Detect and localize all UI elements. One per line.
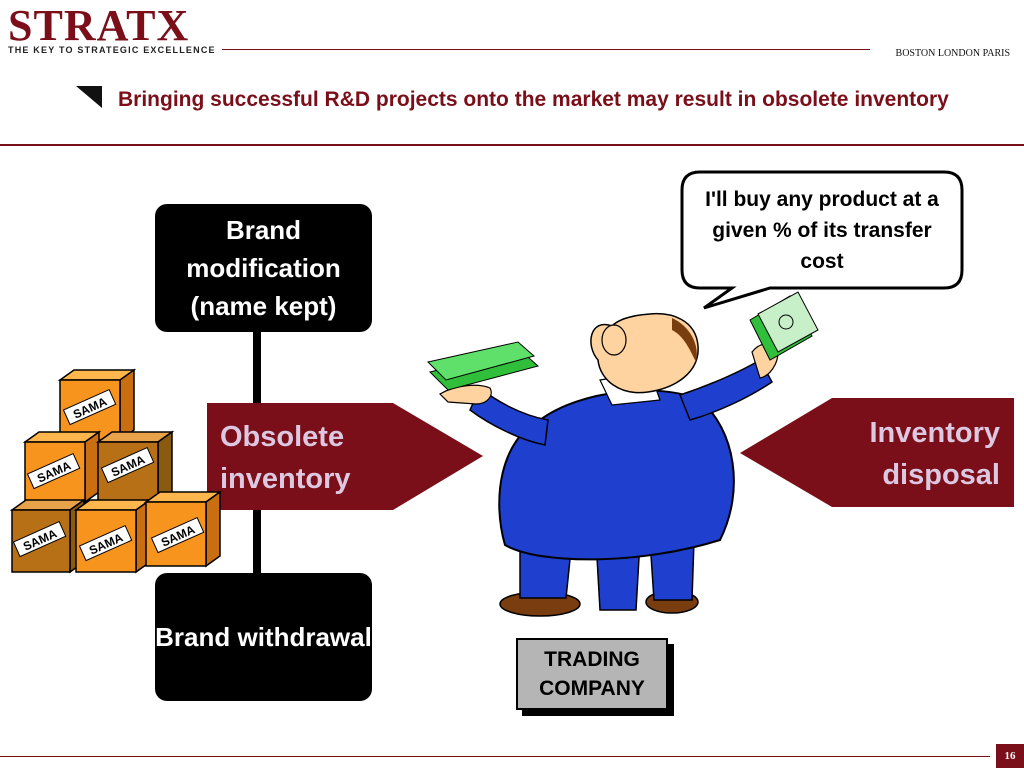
trading-company-label: TRADING COMPANY <box>516 638 668 710</box>
slide-title: Bringing successful R&D projects onto th… <box>118 88 949 111</box>
obsolete-inventory-arrow <box>207 403 483 510</box>
stratx-logo: STRATX THE KEY TO STRATEGIC EXCELLENCE <box>6 4 216 56</box>
inventory-disposal-arrow <box>740 398 1014 507</box>
brand-modification-label: Brand modification (name kept) <box>186 215 341 321</box>
footer-rule <box>0 756 990 757</box>
trading-company-box: TRADING COMPANY <box>516 638 674 716</box>
cash-bills-right <box>749 291 819 361</box>
speech-bubble <box>680 170 964 310</box>
title-marker-icon <box>76 86 102 108</box>
logo-tagline: THE KEY TO STRATEGIC EXCELLENCE <box>8 45 216 55</box>
obsolete-inventory-label: Obsolete inventory <box>220 421 351 495</box>
trader-figure <box>427 291 819 617</box>
office-locations: BOSTON LONDON PARIS <box>895 48 1010 59</box>
brand-withdrawal-label: Brand withdrawal <box>155 622 372 652</box>
header-rule <box>222 49 870 50</box>
logo-text: STRATX <box>8 1 190 50</box>
title-rule <box>0 144 1024 146</box>
brand-withdrawal-box: Brand withdrawal <box>155 573 372 701</box>
cash-stack-left <box>427 341 540 391</box>
brand-modification-box: Brand modification (name kept) <box>155 204 372 332</box>
page-number: 16 <box>996 744 1024 768</box>
speech-bubble-text: I'll buy any product at a given % of its… <box>705 188 939 273</box>
inventory-disposal-label: Inventory disposal <box>869 417 1000 491</box>
